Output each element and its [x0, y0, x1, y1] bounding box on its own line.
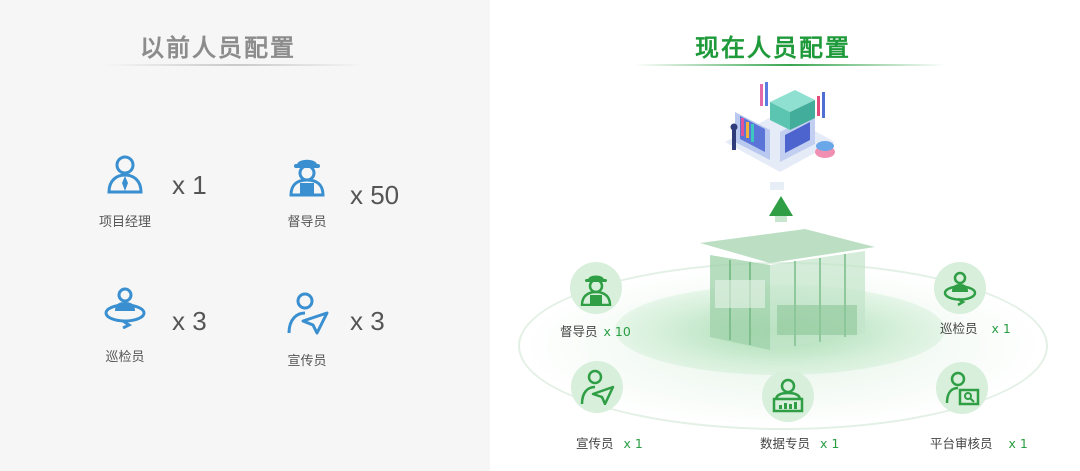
- current-staffing-title: 现在人员配置: [695, 34, 851, 62]
- data-specialist-icon-badge: [762, 370, 814, 422]
- data-specialist-name: 数据专员: [760, 436, 811, 451]
- data-specialist-count: x 1: [820, 436, 840, 451]
- platform-reviewer-count: x 1: [1008, 436, 1028, 451]
- promoter-label: 宣传员 x 1: [576, 433, 643, 452]
- supervisor-name: 督导员: [560, 324, 598, 339]
- previous-staffing-panel: 以前人员配置 x 1 项目经理 x 50 督导员 x 3 巡检员: [0, 0, 490, 471]
- up-arrow-icon: [769, 196, 793, 222]
- supervisor-label: 督导员 x 10: [560, 321, 631, 340]
- promoter-icon: [580, 369, 615, 405]
- supervisor-icon: [580, 275, 612, 306]
- promoter-icon-badge: [571, 361, 623, 413]
- inspector-icon-badge: [934, 262, 986, 314]
- promoter-name: 宣传员: [576, 436, 614, 451]
- supervisor-count: x 50: [350, 180, 400, 210]
- inspector-count: x 1: [991, 321, 1011, 336]
- current-staffing-panel: 现在人员配置: [490, 0, 1080, 471]
- promoter-count: x 1: [623, 436, 643, 451]
- inspector-count: x 3: [172, 306, 207, 336]
- supervisor-icon: [289, 159, 325, 197]
- manager-icon: [107, 155, 143, 194]
- manager-label: 项目经理: [98, 215, 151, 230]
- manager-count: x 1: [172, 170, 207, 200]
- inspector-label: 巡检员 x 1: [940, 318, 1011, 337]
- title-underline: [105, 64, 365, 66]
- supervisor-label: 督导员: [287, 215, 327, 230]
- title-underline: [635, 64, 945, 66]
- platform-reviewer-icon: [945, 371, 980, 406]
- promoter-label: 宣传员: [287, 354, 327, 369]
- inspector-name: 巡检员: [940, 321, 978, 336]
- platform-reviewer-label: 平台审核员 x 1: [930, 433, 1028, 452]
- waste-station-icon: [700, 229, 875, 350]
- data-platform-illustration: [725, 82, 835, 190]
- inspector-label: 巡检员: [105, 350, 145, 365]
- data-specialist-label: 数据专员 x 1: [760, 433, 839, 452]
- platform-reviewer-icon-badge: [936, 362, 988, 414]
- promoter-count: x 3: [350, 306, 385, 336]
- promoter-icon: [287, 292, 329, 335]
- inspector-icon: [104, 287, 146, 329]
- data-specialist-icon: [772, 378, 804, 413]
- previous-staffing-title: 以前人员配置: [140, 34, 296, 62]
- inspector-icon: [943, 271, 977, 306]
- supervisor-icon-badge: [570, 262, 622, 314]
- supervisor-count: x 10: [603, 324, 631, 339]
- platform-reviewer-name: 平台审核员: [930, 436, 993, 451]
